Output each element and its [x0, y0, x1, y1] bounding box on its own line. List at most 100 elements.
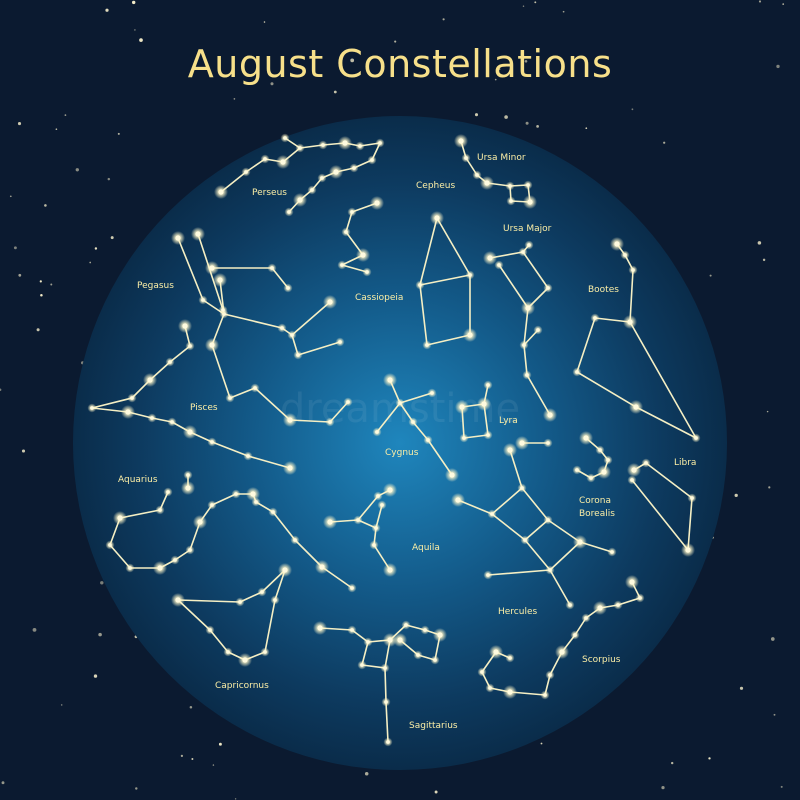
star: [283, 136, 287, 140]
background-star: [89, 261, 92, 264]
star: [521, 250, 525, 254]
star: [287, 417, 293, 423]
star: [404, 623, 408, 627]
star: [286, 286, 290, 290]
star: [234, 492, 238, 496]
star: [175, 235, 181, 241]
label-hercules: Hercules: [498, 607, 537, 617]
background-star: [739, 686, 744, 690]
star: [546, 518, 550, 522]
constellation-cepheus: Cepheus: [416, 181, 471, 346]
star: [627, 319, 633, 325]
star: [606, 458, 610, 462]
star: [273, 598, 277, 602]
star: [157, 565, 163, 571]
star: [350, 628, 354, 632]
background-star: [780, 785, 783, 788]
background-star: [350, 58, 355, 63]
star: [623, 253, 627, 257]
star: [201, 298, 205, 302]
star: [356, 518, 360, 522]
background-star: [302, 71, 306, 74]
star: [298, 146, 302, 150]
background-star: [17, 122, 22, 126]
star: [475, 173, 479, 177]
star: [387, 567, 393, 573]
background-star: [562, 10, 565, 13]
background-star: [762, 258, 766, 262]
star: [486, 433, 490, 437]
background-star: [60, 704, 63, 706]
star: [601, 469, 607, 475]
star: [468, 273, 472, 277]
star: [484, 180, 490, 186]
background-star: [270, 82, 274, 86]
background-star: [536, 125, 539, 128]
star: [397, 637, 403, 643]
star: [589, 476, 593, 480]
label-cepheus: Cepheus: [416, 181, 455, 191]
label-scorpius: Scorpius: [582, 655, 621, 665]
star: [244, 170, 248, 174]
star: [593, 316, 597, 320]
star: [319, 564, 325, 570]
background-star: [494, 78, 497, 81]
star: [690, 496, 694, 500]
background-star: [13, 246, 17, 250]
star: [449, 472, 455, 478]
background-star: [434, 790, 438, 794]
star: [90, 406, 94, 410]
star: [423, 628, 427, 632]
star: [481, 401, 487, 407]
background-star: [758, 0, 762, 3]
star: [270, 266, 274, 270]
star: [374, 526, 378, 530]
background-star: [734, 493, 738, 498]
background-star: [212, 764, 215, 766]
star: [610, 550, 614, 554]
star: [548, 673, 552, 677]
star: [287, 465, 293, 471]
star: [486, 383, 490, 387]
star: [384, 700, 388, 704]
star: [546, 286, 550, 290]
star: [218, 189, 224, 195]
label-cassiopeia: Cassiopeia: [355, 293, 403, 303]
star: [386, 740, 390, 744]
star: [508, 656, 512, 660]
background-star: [504, 115, 508, 119]
star: [583, 435, 589, 441]
star: [633, 404, 639, 410]
star: [182, 323, 188, 329]
star: [411, 420, 415, 424]
star: [425, 343, 429, 347]
star: [327, 519, 333, 525]
star: [125, 409, 131, 415]
star: [209, 342, 215, 348]
background-star: [94, 247, 98, 250]
label-corona-borealis-1: Corona: [579, 496, 611, 506]
background-star: [93, 674, 98, 678]
star: [282, 567, 288, 573]
star: [350, 586, 354, 590]
star: [525, 373, 529, 377]
star: [360, 252, 366, 258]
background-star: [110, 236, 114, 240]
background-star: [9, 195, 12, 198]
star: [480, 670, 484, 674]
star: [209, 265, 215, 271]
background-star: [442, 18, 445, 21]
star: [631, 268, 635, 272]
star: [197, 519, 203, 525]
star: [548, 568, 552, 572]
star: [287, 210, 291, 214]
background-star: [40, 293, 43, 297]
background-star: [100, 581, 104, 585]
star: [584, 616, 588, 620]
star: [350, 210, 354, 214]
star: [217, 277, 223, 283]
star: [263, 157, 267, 161]
constellation-stars: [87, 133, 701, 747]
star: [497, 263, 501, 267]
star: [242, 657, 248, 663]
